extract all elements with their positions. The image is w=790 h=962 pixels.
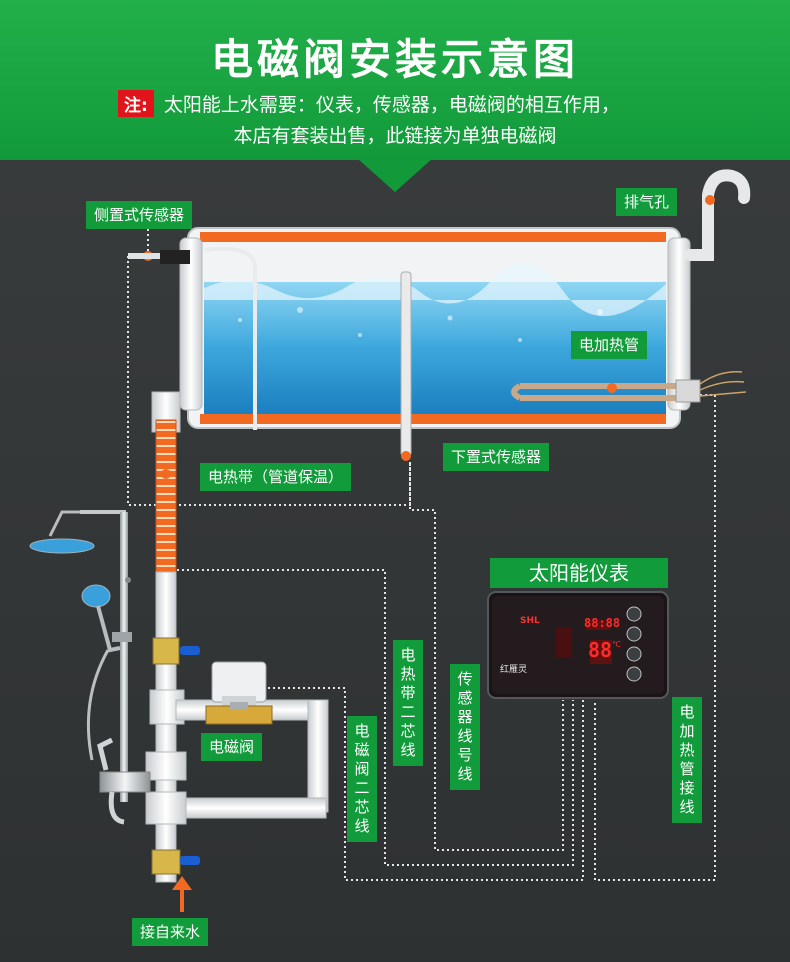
meter-brand: 红雁灵 (500, 665, 528, 675)
plumbing (145, 571, 329, 883)
meter-device (487, 591, 669, 699)
label-sensor-wire: 传感器线号线 (450, 664, 480, 790)
label-meter: 太阳能仪表 (490, 558, 668, 588)
note-line-2: 本店有套装出售，此链接为单独电磁阀 (233, 125, 557, 147)
label-valve: 电磁阀 (201, 733, 263, 761)
label-vent: 排气孔 (616, 188, 678, 216)
meter-display-mid: 88 (588, 638, 613, 662)
heater-element (511, 371, 747, 403)
note-row: 注: 太阳能上水需要：仪表，传感器，电磁阀的相互作用， (118, 89, 620, 117)
label-valve-wire: 电磁阀二芯线 (347, 716, 377, 842)
note-line-1: 太阳能上水需要：仪表，传感器，电磁阀的相互作用， (163, 93, 620, 116)
vent-pipe (684, 169, 751, 261)
header-pointer (357, 158, 433, 192)
inlet-arrow (172, 876, 192, 912)
bottom-sensor-rod (400, 271, 412, 461)
label-side-sensor: 侧置式传感器 (86, 201, 193, 229)
label-belt-wire: 电热带二芯线 (393, 640, 423, 766)
label-heater-tube: 电加热管 (571, 331, 648, 359)
note-tag: 注: (118, 89, 154, 117)
water-tank (160, 227, 691, 430)
label-bottom-sensor: 下置式传感器 (443, 443, 550, 471)
heat-belt-pipe (151, 391, 181, 573)
solenoid-valve-graphic (205, 661, 273, 725)
meter-display-top: 88:88 (584, 616, 621, 630)
label-heater-wire: 电加热管接线 (672, 697, 702, 823)
header-banner (0, 0, 790, 160)
meter-code: SHL (520, 616, 540, 626)
wire-valve (268, 687, 584, 881)
label-water-in: 接自来水 (132, 918, 209, 946)
shower-set (29, 510, 151, 825)
wire-bottom-sensor (409, 462, 564, 851)
wire-heat-belt (172, 569, 574, 866)
label-heat-belt: 电热带（管道保温） (200, 463, 352, 491)
page-title: 电磁阀安装示意图 (210, 35, 579, 84)
meter-unit: ℃ (612, 640, 621, 649)
